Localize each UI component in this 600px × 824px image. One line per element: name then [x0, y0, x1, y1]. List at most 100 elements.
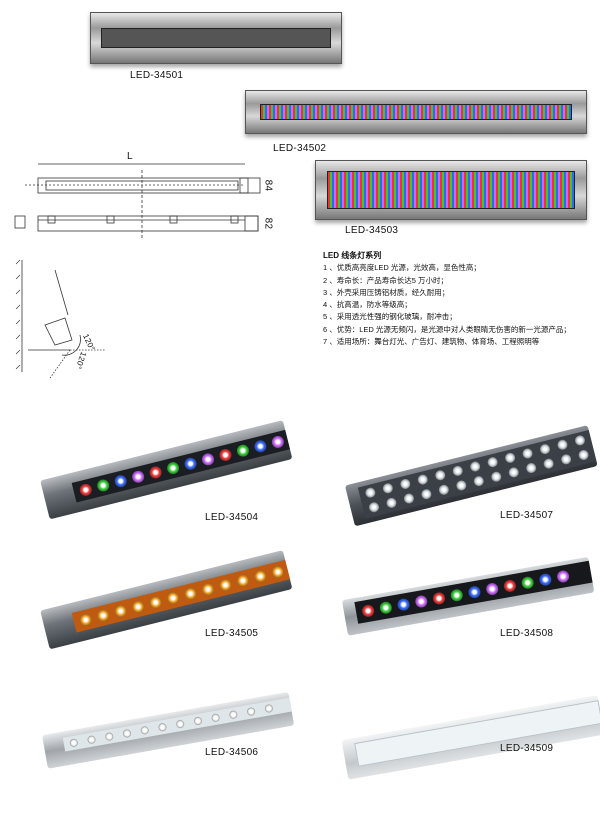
led-dot [520, 575, 535, 590]
height-label-bottom: 82 [262, 217, 274, 230]
led-dot [95, 478, 111, 493]
led-dot [385, 496, 398, 509]
product-label-34509: LED-34509 [500, 743, 554, 754]
led-dot [396, 597, 411, 612]
led-dot [577, 448, 590, 462]
spec-item: 3 、外壳采用压铸铝材质，经久耐用； [323, 287, 450, 297]
led-dot [218, 447, 233, 463]
led-dot [235, 573, 251, 588]
led-dot [455, 479, 468, 492]
spec-item: 5 、采用透光性强的钢化玻璃，耐冲击； [323, 312, 457, 322]
led-dot [253, 439, 268, 454]
led-dot [228, 710, 239, 720]
led-dot [148, 465, 163, 480]
led-dot [253, 569, 268, 584]
led-dot [364, 486, 377, 499]
led-dot [367, 501, 381, 514]
led-dot [270, 434, 286, 450]
led-dot [451, 464, 464, 477]
spec-title: LED 线条灯系列 [323, 251, 382, 260]
product-image-34508 [341, 556, 595, 636]
led-dot [157, 722, 168, 732]
led-dot [264, 703, 274, 714]
led-dot [573, 434, 587, 447]
led-dot [361, 603, 376, 618]
led-dot [165, 460, 181, 476]
led-dot [183, 456, 198, 471]
led-dot [502, 578, 517, 593]
led-dot [95, 608, 111, 623]
led-dot [246, 706, 256, 717]
led-dot [472, 475, 485, 488]
led-dot [485, 582, 500, 596]
product-label-34501: LED-34501 [130, 70, 184, 81]
led-dot [122, 728, 132, 739]
led-dot [538, 443, 552, 456]
led-dot [432, 591, 446, 606]
led-dot [113, 603, 128, 619]
product-label-34503: LED-34503 [345, 225, 399, 236]
led-dot [78, 482, 94, 498]
led-dot [542, 457, 555, 470]
product-label-34502: LED-34502 [273, 143, 327, 154]
led-dot [504, 451, 517, 464]
spec-list: LED 线条灯系列 1 、优质高亮度LED 光源，光效高，显色性高； 2 、寿命… [323, 250, 571, 348]
led-dot [165, 590, 181, 606]
product-image-34501 [90, 12, 342, 64]
led-dot [467, 585, 482, 600]
led-dot [86, 735, 97, 745]
led-dot [402, 492, 416, 505]
led-dot [538, 572, 553, 587]
led-dot [381, 482, 394, 495]
led-dot [130, 469, 146, 485]
led-dot [113, 473, 128, 489]
product-image-34507 [344, 425, 598, 527]
led-dot [78, 612, 94, 628]
product-label-34508: LED-34508 [500, 628, 554, 639]
led-dot [420, 488, 433, 501]
led-dot [399, 477, 412, 491]
led-dot [193, 716, 203, 726]
led-dot [416, 473, 429, 486]
product-label-34504: LED-34504 [205, 512, 259, 523]
product-image-34503 [315, 160, 587, 220]
spec-item: 4 、抗高温，防水等级高； [323, 300, 412, 310]
product-label-34506: LED-34506 [205, 747, 259, 758]
led-dot [218, 577, 233, 593]
led-dot [211, 713, 221, 723]
dimension-drawing [14, 163, 261, 379]
product-image-34502 [245, 90, 587, 134]
led-dot [175, 719, 185, 729]
led-dot [449, 588, 464, 603]
led-dot [104, 731, 114, 742]
led-dot [130, 599, 146, 615]
height-label-top: 84 [262, 179, 274, 192]
led-dot [437, 483, 450, 496]
led-dot [469, 460, 482, 473]
led-dot [140, 725, 150, 735]
led-dot [69, 738, 79, 748]
product-label-34507: LED-34507 [500, 510, 554, 521]
led-dot [556, 438, 569, 451]
led-dot [200, 582, 216, 597]
length-label: L [127, 151, 133, 162]
spec-item: 7 、适用场所：舞台灯光、广告灯、建筑物、体育场、工程照明等 [323, 337, 540, 347]
led-dot [486, 456, 499, 469]
led-dot [235, 443, 251, 458]
led-dot [521, 447, 534, 460]
led-dot [434, 469, 447, 482]
led-dot [378, 600, 393, 615]
led-dot [507, 466, 520, 479]
led-dot [200, 452, 216, 467]
led-dot [148, 595, 163, 610]
product-image-34509 [341, 695, 600, 780]
led-dot [414, 594, 429, 609]
led-dot [183, 586, 198, 601]
led-dot [490, 470, 503, 483]
led-dot [525, 461, 538, 475]
led-dot [556, 569, 571, 584]
product-image-34504 [40, 420, 293, 520]
led-dot [270, 564, 286, 580]
spec-item: 6 、优势：LED 光源无频闪，是光源中对人类眼睛无伤害的新一光源产品； [323, 324, 571, 334]
